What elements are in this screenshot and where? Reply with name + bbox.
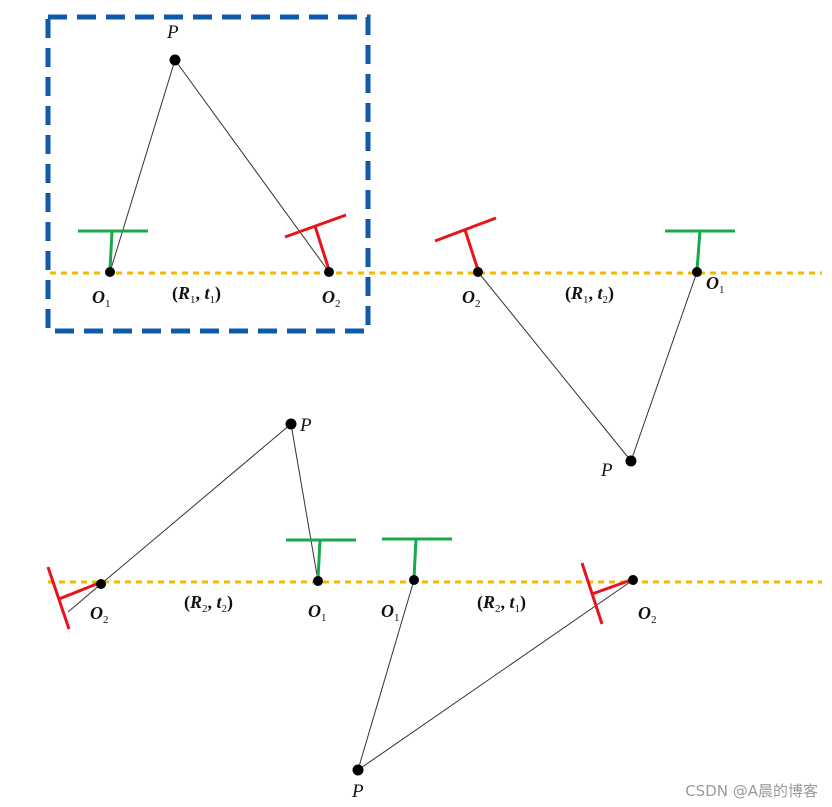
ray-o2-p bbox=[477, 271, 632, 462]
ray-o2-p bbox=[357, 579, 634, 771]
point-p bbox=[169, 54, 181, 66]
camera-o2-symbol bbox=[580, 562, 632, 625]
node-o2 bbox=[96, 579, 106, 589]
label-o1: O1 bbox=[92, 287, 111, 310]
highlight-box bbox=[45, 14, 371, 334]
camera-o1-symbol bbox=[382, 537, 452, 579]
node-o1 bbox=[105, 267, 115, 277]
panel-top-left: P O1 O2 (R1, t1) bbox=[78, 22, 347, 310]
point-p bbox=[625, 455, 637, 467]
ray-o2-extension bbox=[67, 583, 102, 613]
node-o2 bbox=[628, 575, 638, 585]
panel-top-right: P O2 O1 (R1, t2) bbox=[434, 216, 735, 481]
node-o1 bbox=[692, 267, 702, 277]
camera-o1-symbol bbox=[665, 229, 735, 271]
node-o2 bbox=[473, 267, 483, 277]
camera-o1-symbol bbox=[78, 229, 148, 271]
point-p bbox=[285, 418, 297, 430]
label-p: P bbox=[299, 415, 312, 436]
ray-o2-p bbox=[100, 423, 292, 585]
label-p: P bbox=[166, 22, 179, 43]
label-o2: O2 bbox=[90, 603, 109, 626]
camera-o1-symbol bbox=[286, 538, 356, 580]
camera-o2-symbol bbox=[434, 216, 497, 271]
ray-o1-p bbox=[109, 59, 176, 273]
label-o1: O1 bbox=[381, 601, 400, 624]
label-o1: O1 bbox=[706, 273, 725, 296]
pose-label: (R1, t2) bbox=[565, 283, 614, 306]
panel-bottom-left: P O2 O1 (R2, t2) bbox=[46, 415, 356, 630]
panel-bottom-right: P O1 O2 (R2, t1) bbox=[351, 537, 657, 802]
label-o1: O1 bbox=[308, 601, 327, 624]
label-p: P bbox=[600, 460, 613, 481]
pose-label: (R1, t1) bbox=[172, 283, 221, 306]
node-o1 bbox=[409, 575, 419, 585]
pose-label: (R2, t2) bbox=[184, 592, 233, 615]
node-o2 bbox=[324, 267, 334, 277]
label-o2: O2 bbox=[462, 287, 481, 310]
label-p: P bbox=[351, 781, 364, 802]
pose-label: (R2, t1) bbox=[477, 592, 526, 615]
node-o1 bbox=[313, 576, 323, 586]
point-p bbox=[352, 764, 364, 776]
ray-o1-p bbox=[630, 271, 698, 462]
camera-o2-symbol bbox=[46, 566, 100, 630]
label-o2: O2 bbox=[638, 603, 657, 626]
label-o2: O2 bbox=[322, 287, 341, 310]
camera-o2-symbol bbox=[284, 213, 347, 271]
ray-o1-p bbox=[357, 579, 415, 771]
watermark: CSDN @A晨的博客 bbox=[685, 782, 818, 800]
ray-o1-p bbox=[290, 423, 319, 582]
ray-o2-p bbox=[174, 59, 330, 273]
